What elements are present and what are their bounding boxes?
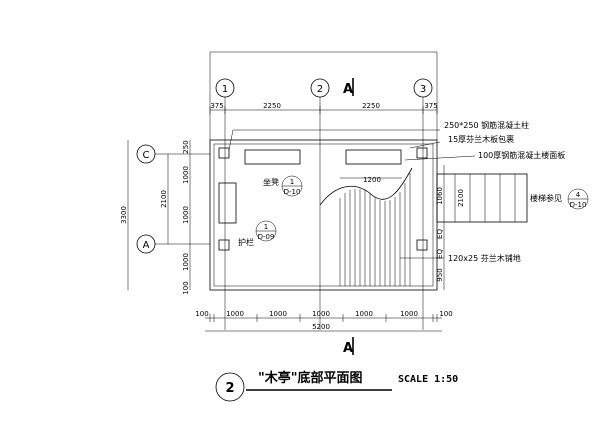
- svg-text:15厚芬兰木板包裹: 15厚芬兰木板包裹: [448, 134, 514, 144]
- column: [218, 239, 230, 251]
- svg-text:100: 100: [195, 310, 208, 318]
- rail-block: [218, 182, 237, 224]
- bench-left: [244, 149, 301, 165]
- grid-axis-A: A: [136, 234, 210, 254]
- svg-text:375: 375: [424, 102, 437, 110]
- label-stair-ref: 楼梯参见 4 D-10: [530, 188, 589, 210]
- svg-text:250*250 钢筋混凝土柱: 250*250 钢筋混凝土柱: [444, 120, 529, 130]
- platform-inner-outline: [213, 143, 434, 287]
- svg-text:2100: 2100: [160, 190, 168, 208]
- svg-text:3: 3: [420, 84, 426, 95]
- svg-text:护栏: 护栏: [238, 237, 254, 247]
- svg-text:楼梯参见: 楼梯参见: [530, 193, 562, 203]
- svg-text:1000: 1000: [182, 166, 190, 184]
- annotation-floor-slab: 100厚钢筋混凝土楼面板: [404, 150, 565, 161]
- svg-text:A: A: [343, 341, 353, 356]
- top-dimension-line: 375 2250 2250 375: [209, 102, 438, 114]
- drawing-scale: SCALE 1:50: [398, 374, 458, 385]
- svg-text:1000: 1000: [182, 206, 190, 224]
- svg-text:100厚钢筋混凝土楼面板: 100厚钢筋混凝土楼面板: [478, 150, 565, 160]
- svg-text:1000: 1000: [226, 310, 244, 318]
- svg-text:2: 2: [225, 381, 234, 396]
- svg-text:2250: 2250: [263, 102, 281, 110]
- svg-text:2100: 2100: [457, 189, 465, 207]
- drawing-title: "木亭"底部平面图: [258, 370, 363, 386]
- annotation-deck-boards: 120x25 芬兰木铺地: [400, 253, 521, 263]
- svg-text:D-10: D-10: [570, 201, 587, 209]
- grid-axis-3: 3: [413, 78, 433, 98]
- platform-outline: [209, 139, 438, 291]
- column: [218, 147, 230, 159]
- svg-text:120x25 芬兰木铺地: 120x25 芬兰木铺地: [448, 253, 521, 263]
- svg-text:1: 1: [222, 84, 228, 95]
- svg-text:250: 250: [182, 140, 190, 153]
- svg-text:A: A: [143, 240, 150, 251]
- roof-outline: [210, 52, 437, 58]
- curved-stair-edge: [319, 167, 413, 206]
- svg-text:1000: 1000: [400, 310, 418, 318]
- bench-right: [345, 149, 402, 165]
- svg-text:EQ: EQ: [436, 229, 444, 239]
- svg-text:375: 375: [210, 102, 223, 110]
- svg-text:100: 100: [182, 281, 190, 294]
- svg-text:1: 1: [264, 223, 268, 231]
- section-mark-top: A: [343, 78, 354, 97]
- drawing-number-bubble: 2: [215, 372, 245, 402]
- svg-text:100: 100: [439, 310, 452, 318]
- exterior-stair: [436, 173, 528, 223]
- svg-text:2250: 2250: [362, 102, 380, 110]
- stair-treads: [339, 173, 411, 286]
- svg-text:2: 2: [317, 84, 323, 95]
- svg-text:4: 4: [576, 191, 581, 199]
- svg-text:D-10: D-10: [284, 188, 301, 196]
- bottom-dimension-line: 100 1000 1000 1000 1000 1000 100 5200: [195, 310, 453, 332]
- section-mark-bottom: A: [343, 337, 354, 356]
- right-dimension-line: 1060 EQ EQ 950 2100: [436, 165, 465, 290]
- svg-text:D-09: D-09: [258, 233, 275, 241]
- column: [416, 147, 428, 159]
- svg-text:950: 950: [436, 268, 444, 281]
- grid-axis-1: 1: [215, 78, 235, 98]
- left-dimension-line: 3300 2100 250 1000 1000 1000 100: [120, 140, 191, 295]
- grid-axis-C: C: [136, 144, 210, 164]
- svg-text:A: A: [343, 82, 353, 97]
- svg-text:1000: 1000: [269, 310, 287, 318]
- svg-text:EQ: EQ: [436, 249, 444, 259]
- bench-dimension: 1200: [340, 176, 402, 184]
- svg-text:1000: 1000: [312, 310, 330, 318]
- column: [416, 239, 428, 251]
- svg-text:1060: 1060: [436, 187, 444, 205]
- svg-text:3300: 3300: [120, 206, 128, 224]
- annotation-column: 250*250 钢筋混凝土柱: [228, 120, 529, 151]
- grid-axis-2: 2: [310, 78, 330, 98]
- svg-text:5200: 5200: [312, 323, 330, 331]
- svg-text:1200: 1200: [363, 176, 381, 184]
- label-rail: 护栏 1 D-09: [238, 220, 277, 247]
- svg-text:坐凳: 坐凳: [263, 177, 279, 187]
- svg-text:1: 1: [290, 178, 294, 186]
- annotation-wood-cladding: 15厚芬兰木板包裹: [409, 134, 514, 149]
- svg-text:1000: 1000: [182, 253, 190, 271]
- label-seat: 坐凳 1 D-10: [263, 175, 303, 197]
- svg-text:1000: 1000: [355, 310, 373, 318]
- svg-text:C: C: [143, 150, 150, 161]
